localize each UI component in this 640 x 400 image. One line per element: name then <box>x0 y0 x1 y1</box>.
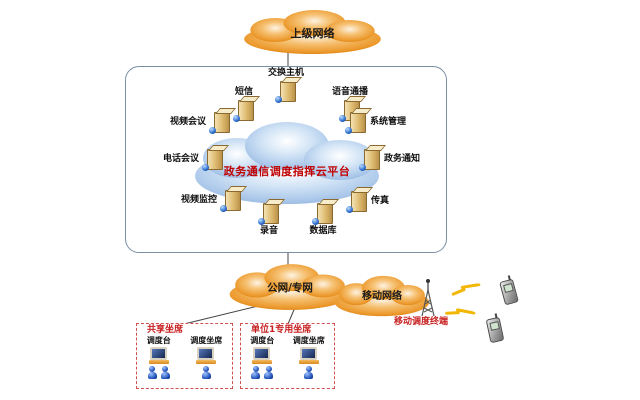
mobile-network-label: 移动网络 <box>362 291 402 302</box>
server-icon <box>359 149 380 171</box>
service-node-recording: 录音 <box>249 203 289 236</box>
service-label: 电话会议 <box>163 154 200 164</box>
service-node-sms: 短信 <box>222 87 266 122</box>
persons-row <box>147 366 170 379</box>
station-label: 调度台 <box>250 336 275 345</box>
workstation-icon <box>298 347 319 364</box>
server-icon <box>346 191 367 213</box>
server-icon <box>312 203 333 225</box>
server-icon <box>202 149 224 171</box>
persons-row <box>304 366 314 379</box>
stations-row: 调度台 调度坐席 <box>137 324 232 379</box>
service-node-fax: 传真 <box>346 191 390 213</box>
cloud-shape <box>244 10 381 54</box>
person-icon <box>264 366 274 379</box>
workstation-icon <box>252 347 273 364</box>
mobile-network-cloud: 移动网络 <box>332 274 432 318</box>
upper-network-label: 上级网络 <box>290 27 335 40</box>
workstation-icon <box>196 347 217 364</box>
person-icon <box>160 366 170 379</box>
lightning-icon <box>445 308 476 315</box>
dispatch-console-station: 调度台 <box>250 337 274 379</box>
cloud-shape <box>334 275 430 317</box>
person-icon <box>201 366 211 379</box>
seat-group-title: 单位1专用坐席 <box>251 325 312 335</box>
lightning-icon <box>451 283 481 296</box>
stations-row: 调度台 调度坐席 <box>241 324 334 379</box>
public-network-label: 公网/专网 <box>267 282 313 294</box>
service-label: 录音 <box>259 226 278 236</box>
persons-row <box>251 366 274 379</box>
workstation-icon <box>148 347 169 364</box>
cloud-shape <box>229 264 351 310</box>
service-label: 系统管理 <box>370 117 407 127</box>
service-node-switch-host: 交换主机 <box>258 68 314 103</box>
service-label: 传真 <box>371 196 390 206</box>
service-label: 视频监控 <box>181 195 218 205</box>
service-label: 语音通播 <box>331 87 368 97</box>
dispatch-console-station: 调度台 <box>147 337 171 379</box>
person-icon <box>251 366 261 379</box>
service-label: 交换主机 <box>267 68 304 78</box>
upper-network-cloud: 上级网络 <box>240 8 385 56</box>
service-label: 数据库 <box>309 226 337 236</box>
dispatch-seat-station: 调度坐席 <box>293 337 325 379</box>
service-node-gov-notice: 政务通知 <box>359 149 421 171</box>
shared-seats-group: 共享坐席 调度台 调度坐席 <box>136 323 233 389</box>
public-network-cloud: 公网/专网 <box>226 262 354 312</box>
server-icon <box>220 190 242 212</box>
service-node-video-conference: 视频会议 <box>170 112 231 134</box>
antenna-tower-icon <box>421 279 435 317</box>
service-label: 政务通知 <box>384 154 421 164</box>
person-icon <box>147 366 157 379</box>
server-icon <box>233 100 254 122</box>
service-node-database: 数据库 <box>300 203 346 236</box>
mobile-terminal-label: 移动调度终端 <box>394 317 449 327</box>
service-node-system-mgmt: 系统管理 <box>345 112 407 134</box>
platform-title: 政务通信调度指挥云平台 <box>223 165 351 178</box>
server-icon <box>209 112 231 134</box>
station-label: 调度台 <box>146 336 171 345</box>
server-icon <box>258 203 279 225</box>
dispatch-seat-station: 调度坐席 <box>190 337 222 379</box>
server-icon <box>275 81 296 103</box>
service-node-phone-conference: 电话会议 <box>163 149 224 171</box>
station-label: 调度坐席 <box>190 336 223 345</box>
server-icon <box>345 112 366 134</box>
unit1-seats-group: 单位1专用坐席 调度台 调度坐席 <box>240 323 335 389</box>
persons-row <box>201 366 211 379</box>
seat-group-title: 共享坐席 <box>147 325 184 335</box>
service-label: 视频会议 <box>170 117 207 127</box>
service-node-video-monitor: 视频监控 <box>181 190 242 212</box>
person-icon <box>304 366 314 379</box>
service-label: 短信 <box>234 87 253 97</box>
station-label: 调度坐席 <box>292 336 325 345</box>
